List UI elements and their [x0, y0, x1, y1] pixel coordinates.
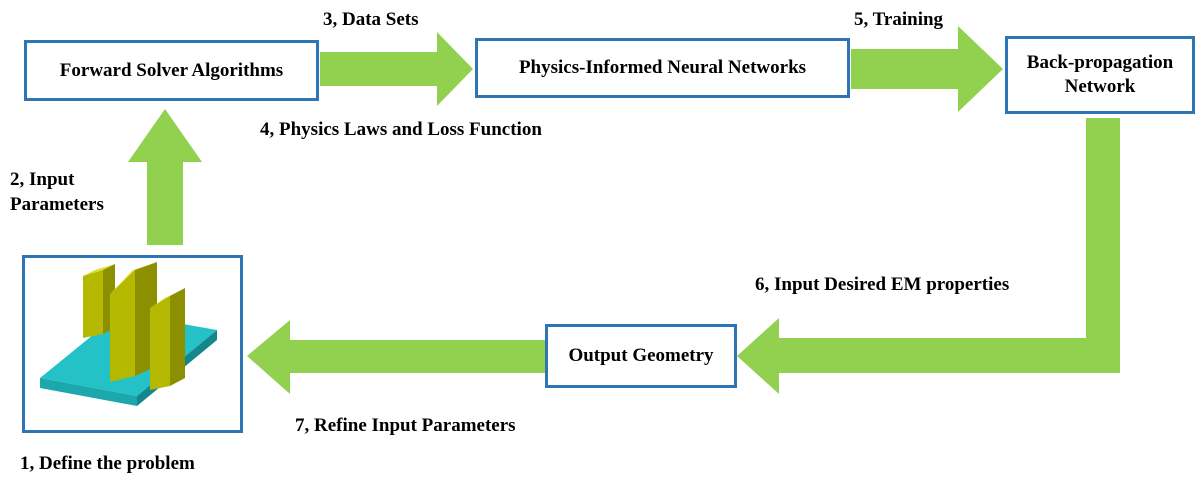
step-4-label: 4, Physics Laws and Loss Function [260, 119, 542, 140]
backprop-label-line1: Back-propagation [1026, 52, 1174, 74]
fin-structure-illustration [40, 262, 217, 406]
step-1-label: 1, Define the problem [20, 453, 195, 474]
step-5-label: 5, Training [854, 9, 944, 30]
fin-1-top [83, 264, 115, 276]
output-geometry-label: Output Geometry [568, 345, 714, 367]
fin-3-front [150, 296, 170, 390]
arrow-desired-em-properties [737, 118, 1120, 394]
backprop-label-line2: Network [1064, 76, 1136, 97]
step-6-label: 6, Input Desired EM properties [755, 274, 1010, 295]
step-2-label: 2, Input Parameters [10, 168, 104, 217]
step-2-label-line1: 2, Input [10, 169, 75, 190]
fin-2-front [110, 270, 135, 382]
step-2-label-line2: Parameters [10, 193, 104, 215]
pinn-label: Physics-Informed Neural Networks [518, 57, 807, 79]
output-geometry-box: Output Geometry [545, 324, 737, 388]
fin-3-side [170, 288, 185, 386]
step-7-label: 7, Refine Input Parameters [295, 415, 516, 436]
pinn-box: Physics-Informed Neural Networks [475, 38, 850, 98]
backpropagation-network-box: Back-propagation Network [1005, 36, 1195, 114]
arrow-refine-input-parameters [247, 320, 545, 394]
arrow-input-parameters [128, 109, 202, 245]
forward-solver-box: Forward Solver Algorithms [24, 40, 319, 101]
arrow-training [851, 26, 1003, 112]
fin-1-front [83, 270, 103, 338]
forward-solver-label: Forward Solver Algorithms [59, 59, 284, 81]
substrate-front [40, 378, 137, 406]
problem-geometry-box [22, 255, 243, 433]
arrow-data-sets [320, 32, 473, 106]
step-3-label: 3, Data Sets [323, 9, 419, 30]
